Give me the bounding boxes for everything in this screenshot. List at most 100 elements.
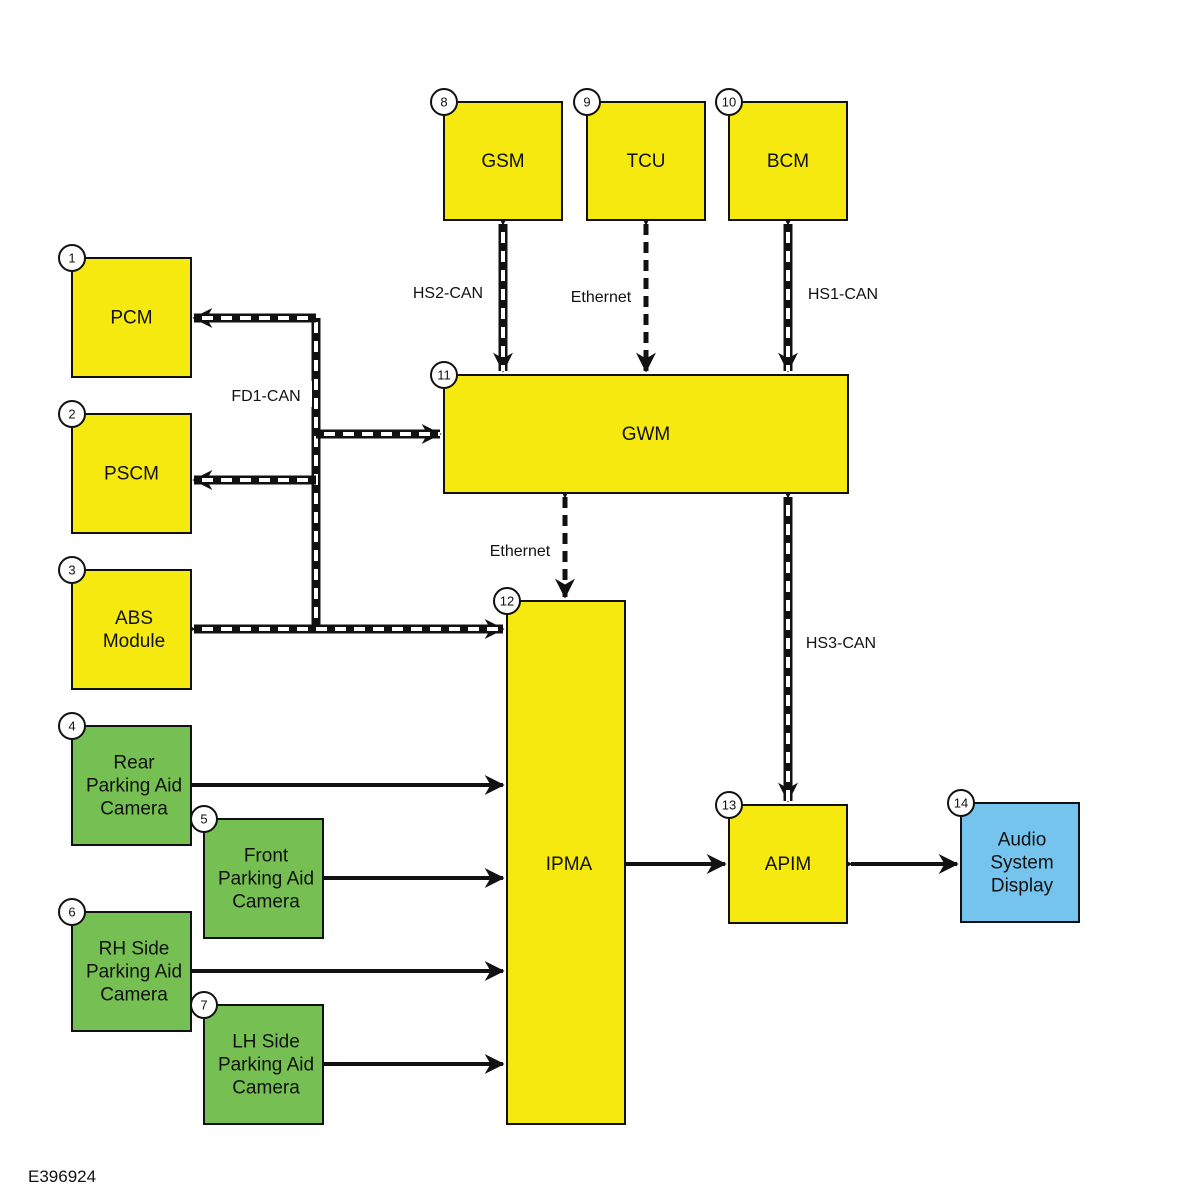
badge-13-number: 13 bbox=[722, 798, 736, 813]
module-ipma[interactable]: IPMA bbox=[506, 600, 626, 1125]
gsm-box bbox=[443, 101, 563, 221]
front-camera-label-line: Camera bbox=[232, 892, 300, 913]
bcm-box bbox=[728, 101, 848, 221]
gwm-box bbox=[443, 374, 849, 494]
badge-3: 3 bbox=[58, 556, 86, 584]
tcu-label-line: TCU bbox=[626, 151, 665, 172]
front-camera-label-line: Parking Aid bbox=[218, 869, 314, 890]
module-pcm[interactable]: PCM bbox=[71, 257, 192, 378]
gwm-label: GWM bbox=[622, 424, 671, 445]
tcu-label: TCU bbox=[626, 151, 665, 172]
badge-5: 5 bbox=[190, 805, 218, 833]
hs3-can-label: HS3-CAN bbox=[806, 635, 876, 652]
rh-camera-label-line: RH Side bbox=[99, 939, 170, 960]
module-bcm[interactable]: BCM bbox=[728, 101, 848, 221]
badge-3-number: 3 bbox=[68, 563, 75, 578]
gsm-label: GSM bbox=[481, 151, 524, 172]
badge-6-number: 6 bbox=[68, 905, 75, 920]
rear-camera-box bbox=[71, 725, 192, 846]
bcm-label: BCM bbox=[767, 151, 809, 172]
badge-4-number: 4 bbox=[68, 719, 75, 734]
gwm-label-line: GWM bbox=[622, 424, 671, 445]
badge-14-number: 14 bbox=[954, 796, 968, 811]
badge-1-number: 1 bbox=[68, 251, 75, 266]
badge-12-number: 12 bbox=[500, 594, 514, 609]
badge-7: 7 bbox=[190, 991, 218, 1019]
apim-box bbox=[728, 804, 848, 924]
badge-7-number: 7 bbox=[200, 998, 207, 1013]
audio-display-label-line: System bbox=[990, 853, 1053, 874]
module-apim[interactable]: APIM bbox=[728, 804, 848, 924]
abs-label-line: Module bbox=[103, 631, 165, 652]
badges-layer: 1 2 3 4 5 6 7 8 9 10 11 12 13 14 bbox=[58, 88, 975, 1019]
audio-display-box bbox=[960, 802, 1080, 923]
abs-label-line: ABS bbox=[115, 608, 153, 629]
audio-display-label-line: Display bbox=[991, 876, 1054, 897]
badge-8: 8 bbox=[430, 88, 458, 116]
hs2-can-label: HS2-CAN bbox=[413, 285, 483, 302]
abs-box bbox=[71, 569, 192, 690]
bcm-label-line: BCM bbox=[767, 151, 809, 172]
bus-labels: FD1-CAN HS2-CAN Ethernet HS1-CAN Etherne… bbox=[222, 285, 878, 652]
badge-9: 9 bbox=[573, 88, 601, 116]
lh-camera-label-line: Parking Aid bbox=[218, 1055, 314, 1076]
badge-14: 14 bbox=[947, 789, 975, 817]
rear-camera-label-line: Rear bbox=[113, 753, 155, 774]
front-camera-box bbox=[203, 818, 324, 939]
pscm-label-line: PSCM bbox=[104, 464, 159, 485]
ipma-label-line: IPMA bbox=[546, 854, 593, 875]
badge-11-number: 11 bbox=[437, 368, 451, 383]
badge-12: 12 bbox=[493, 587, 521, 615]
module-pscm[interactable]: PSCM bbox=[71, 413, 192, 534]
badge-1: 1 bbox=[58, 244, 86, 272]
lh-camera-box bbox=[203, 1004, 324, 1125]
lh-camera-label-line: Camera bbox=[232, 1078, 300, 1099]
lh-camera-label-line: LH Side bbox=[232, 1032, 300, 1053]
rh-camera-box bbox=[71, 911, 192, 1032]
pscm-box bbox=[71, 413, 192, 534]
module-gwm[interactable]: GWM bbox=[443, 374, 849, 494]
pscm-label: PSCM bbox=[104, 464, 159, 485]
connections-layer bbox=[175, 205, 959, 1074]
ipma-label: IPMA bbox=[546, 854, 593, 875]
gsm-label-line: GSM bbox=[481, 151, 524, 172]
badge-11: 11 bbox=[430, 361, 458, 389]
badge-13: 13 bbox=[715, 791, 743, 819]
badge-2-number: 2 bbox=[68, 407, 75, 422]
rh-camera-label-line: Camera bbox=[100, 985, 168, 1006]
module-tcu[interactable]: TCU bbox=[586, 101, 706, 221]
badge-5-number: 5 bbox=[200, 812, 207, 827]
pcm-label-line: PCM bbox=[110, 308, 152, 329]
pcm-label: PCM bbox=[110, 308, 152, 329]
badge-4: 4 bbox=[58, 712, 86, 740]
hs1-can-label: HS1-CAN bbox=[808, 286, 878, 303]
badge-6: 6 bbox=[58, 898, 86, 926]
badge-8-number: 8 bbox=[440, 95, 447, 110]
ethernet-ipma-label: Ethernet bbox=[490, 543, 551, 560]
apim-label-line: APIM bbox=[765, 854, 811, 875]
ipma-box bbox=[506, 600, 626, 1125]
fd1-can-label: FD1-CAN bbox=[231, 388, 300, 405]
module-gsm[interactable]: GSM bbox=[443, 101, 563, 221]
pcm-box bbox=[71, 257, 192, 378]
front-camera-label-line: Front bbox=[244, 846, 289, 867]
rear-camera-label-line: Parking Aid bbox=[86, 776, 182, 797]
audio-display-label-line: Audio bbox=[998, 830, 1047, 851]
diagram-id: E396924 bbox=[28, 1167, 96, 1186]
badge-10: 10 bbox=[715, 88, 743, 116]
tcu-box bbox=[586, 101, 706, 221]
rh-camera-label-line: Parking Aid bbox=[86, 962, 182, 983]
